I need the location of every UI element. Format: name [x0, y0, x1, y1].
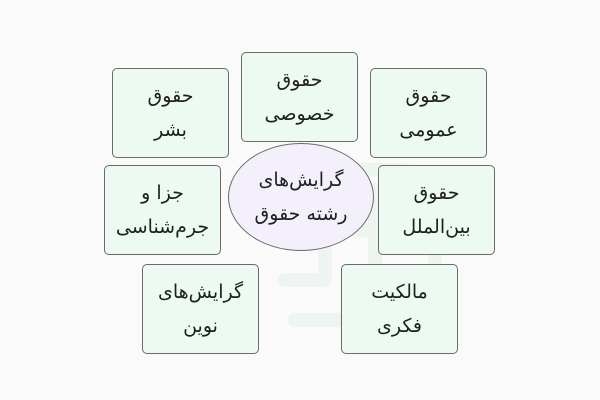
branch-international-law-line1: حقوق	[413, 182, 460, 204]
branch-intellectual-property-line1: مالکیت	[371, 281, 428, 303]
branch-intellectual-property: مالکیت فکری	[341, 264, 458, 354]
central-topic-line2: رشته حقوق	[254, 203, 348, 225]
branch-new-specializations: گرایش‌های نوین	[142, 264, 259, 354]
branch-public-law-line1: حقوق	[405, 85, 452, 107]
branch-private-law-line2: خصوصی	[264, 103, 335, 125]
branch-public-law-line2: عمومی	[399, 119, 458, 141]
branch-public-law: حقوق عمومی	[370, 68, 487, 158]
central-topic-line1: گرایش‌های	[258, 169, 344, 191]
branch-new-specializations-line1: گرایش‌های	[158, 281, 243, 303]
branch-international-law-line2: بین‌الملل	[402, 216, 471, 238]
branch-new-specializations-line2: نوین	[183, 315, 218, 337]
branch-human-rights-line1: حقوق	[147, 85, 194, 107]
branch-international-law: حقوق بین‌الملل	[378, 165, 495, 255]
branch-criminal-law-line1: جزا و	[141, 182, 184, 204]
branch-human-rights-line2: بشر	[154, 119, 187, 141]
central-topic: گرایش‌های رشته حقوق	[228, 143, 374, 251]
branch-private-law-line1: حقوق	[276, 69, 323, 91]
branch-criminal-law-line2: جرم‌شناسی	[115, 216, 210, 238]
branch-private-law: حقوق خصوصی	[241, 52, 358, 142]
branch-intellectual-property-line2: فکری	[377, 315, 422, 337]
branch-criminal-law: جزا و جرم‌شناسی	[104, 165, 221, 255]
branch-human-rights: حقوق بشر	[112, 68, 229, 158]
